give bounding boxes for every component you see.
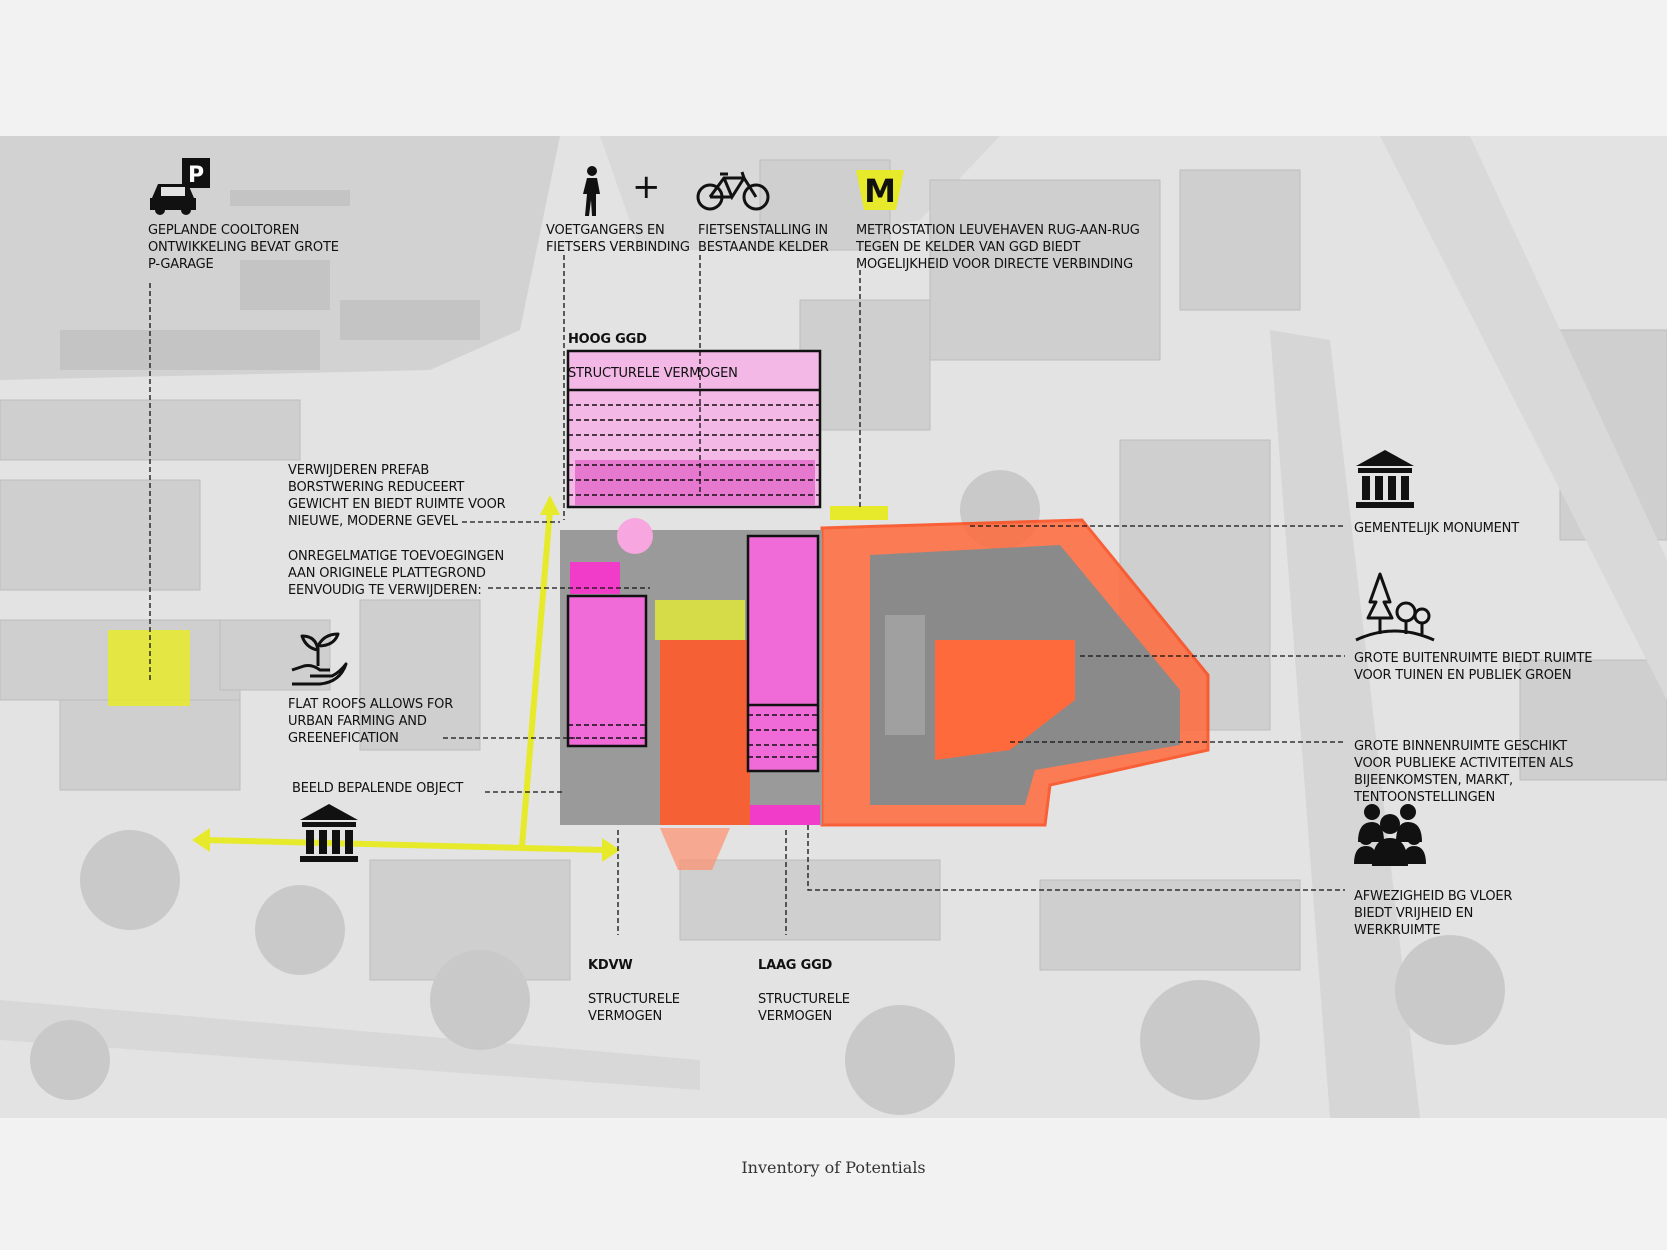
flat-roofs-label: FLAT ROOFS ALLOWS FOR URBAN FARMING AND … bbox=[288, 697, 454, 746]
metro-station-label: METROSTATION LEUVEHAVEN RUG-AAN-RUG TEGE… bbox=[856, 223, 1140, 272]
plant-hand-icon bbox=[291, 632, 348, 686]
indoor-space-label: GROTE BINNENRUIMTE GESCHIKT VOOR PUBLIEK… bbox=[1354, 739, 1574, 805]
trees-icon bbox=[1355, 572, 1435, 642]
bicycle-icon bbox=[696, 171, 770, 211]
metro-letter: M bbox=[864, 172, 896, 210]
car-parking-icon: P bbox=[150, 158, 210, 215]
people-icon bbox=[1354, 804, 1426, 866]
hoog-ggd-title: HOOG GGD bbox=[568, 332, 647, 347]
kdvw-subtitle: STRUCTURELE VERMOGEN bbox=[588, 992, 680, 1024]
irregular-additions-label: ONREGELMATIGE TOEVOEGINGEN AAN ORIGINELE… bbox=[288, 549, 504, 598]
landmark-label: BEELD BEPALENDE OBJECT bbox=[292, 781, 464, 796]
pedestrian-icon bbox=[583, 166, 600, 216]
kdvw-label: KDVW STRUCTURELE VERMOGEN bbox=[588, 940, 680, 1025]
kdvw-title: KDVW bbox=[588, 958, 633, 973]
laag-ggd-label: LAAG GGD STRUCTURELE VERMOGEN bbox=[758, 940, 850, 1025]
parking-label: GEPLANDE COOLTOREN ONTWIKKELING BEVAT GR… bbox=[148, 223, 339, 272]
metro-icon: M bbox=[856, 170, 904, 210]
hoog-ggd-label: HOOG GGD STRUCTURELE VERMOGEN bbox=[568, 314, 738, 382]
pedestrian-connection-label: VOETGANGERS EN FIETSERS VERBINDING bbox=[546, 223, 690, 255]
plus-icon: + bbox=[632, 167, 661, 207]
laag-ggd-subtitle: STRUCTURELE VERMOGEN bbox=[758, 992, 850, 1024]
municipal-monument-label: GEMENTELIJK MONUMENT bbox=[1354, 521, 1519, 536]
outdoor-space-label: GROTE BUITENRUIMTE BIEDT RUIMTE VOOR TUI… bbox=[1354, 651, 1593, 683]
prefab-label: VERWIJDEREN PREFAB BORSTWERING REDUCEERT… bbox=[288, 463, 506, 529]
monument-icon bbox=[1356, 450, 1414, 508]
figure-caption: Inventory of Potentials bbox=[741, 1158, 926, 1177]
laag-ggd-title: LAAG GGD bbox=[758, 958, 833, 973]
bike-storage-label: FIETSENSTALLING IN BESTAANDE KELDER bbox=[698, 223, 829, 255]
parking-letter: P bbox=[188, 163, 204, 188]
hoog-ggd-subtitle: STRUCTURELE VERMOGEN bbox=[568, 366, 738, 381]
landmark-monument-icon bbox=[300, 804, 358, 862]
aerial-photo-background bbox=[0, 136, 1667, 1118]
aerial-site-map: P + M bbox=[0, 136, 1667, 1118]
ground-floor-label: AFWEZIGHEID BG VLOER BIEDT VRIJHEID EN W… bbox=[1354, 889, 1513, 938]
